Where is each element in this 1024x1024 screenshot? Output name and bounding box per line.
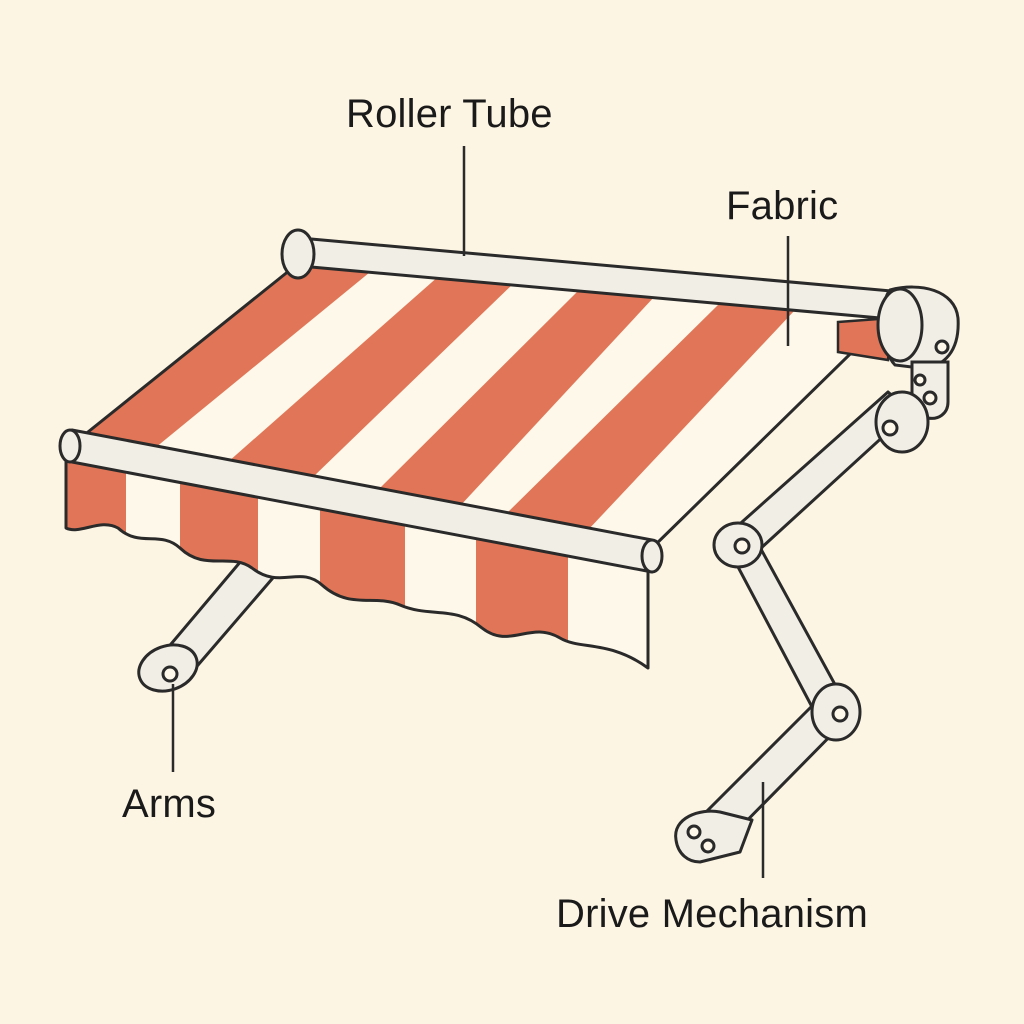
roller-left-cap — [280, 228, 316, 280]
left-arm-pivot — [161, 665, 179, 683]
roller-tube-label: Roller Tube — [346, 92, 553, 136]
front-bar — [58, 428, 664, 574]
stripe — [505, 303, 795, 530]
drive-mechanism-label: Drive Mechanism — [556, 892, 868, 936]
drive-mechanism — [674, 390, 930, 864]
arms-label: Arms — [122, 782, 217, 826]
stripe — [228, 275, 515, 478]
end-cap-bracket — [876, 285, 960, 420]
fabric-label: Fabric — [726, 184, 839, 228]
stripe — [80, 262, 375, 448]
stripe — [378, 289, 655, 506]
